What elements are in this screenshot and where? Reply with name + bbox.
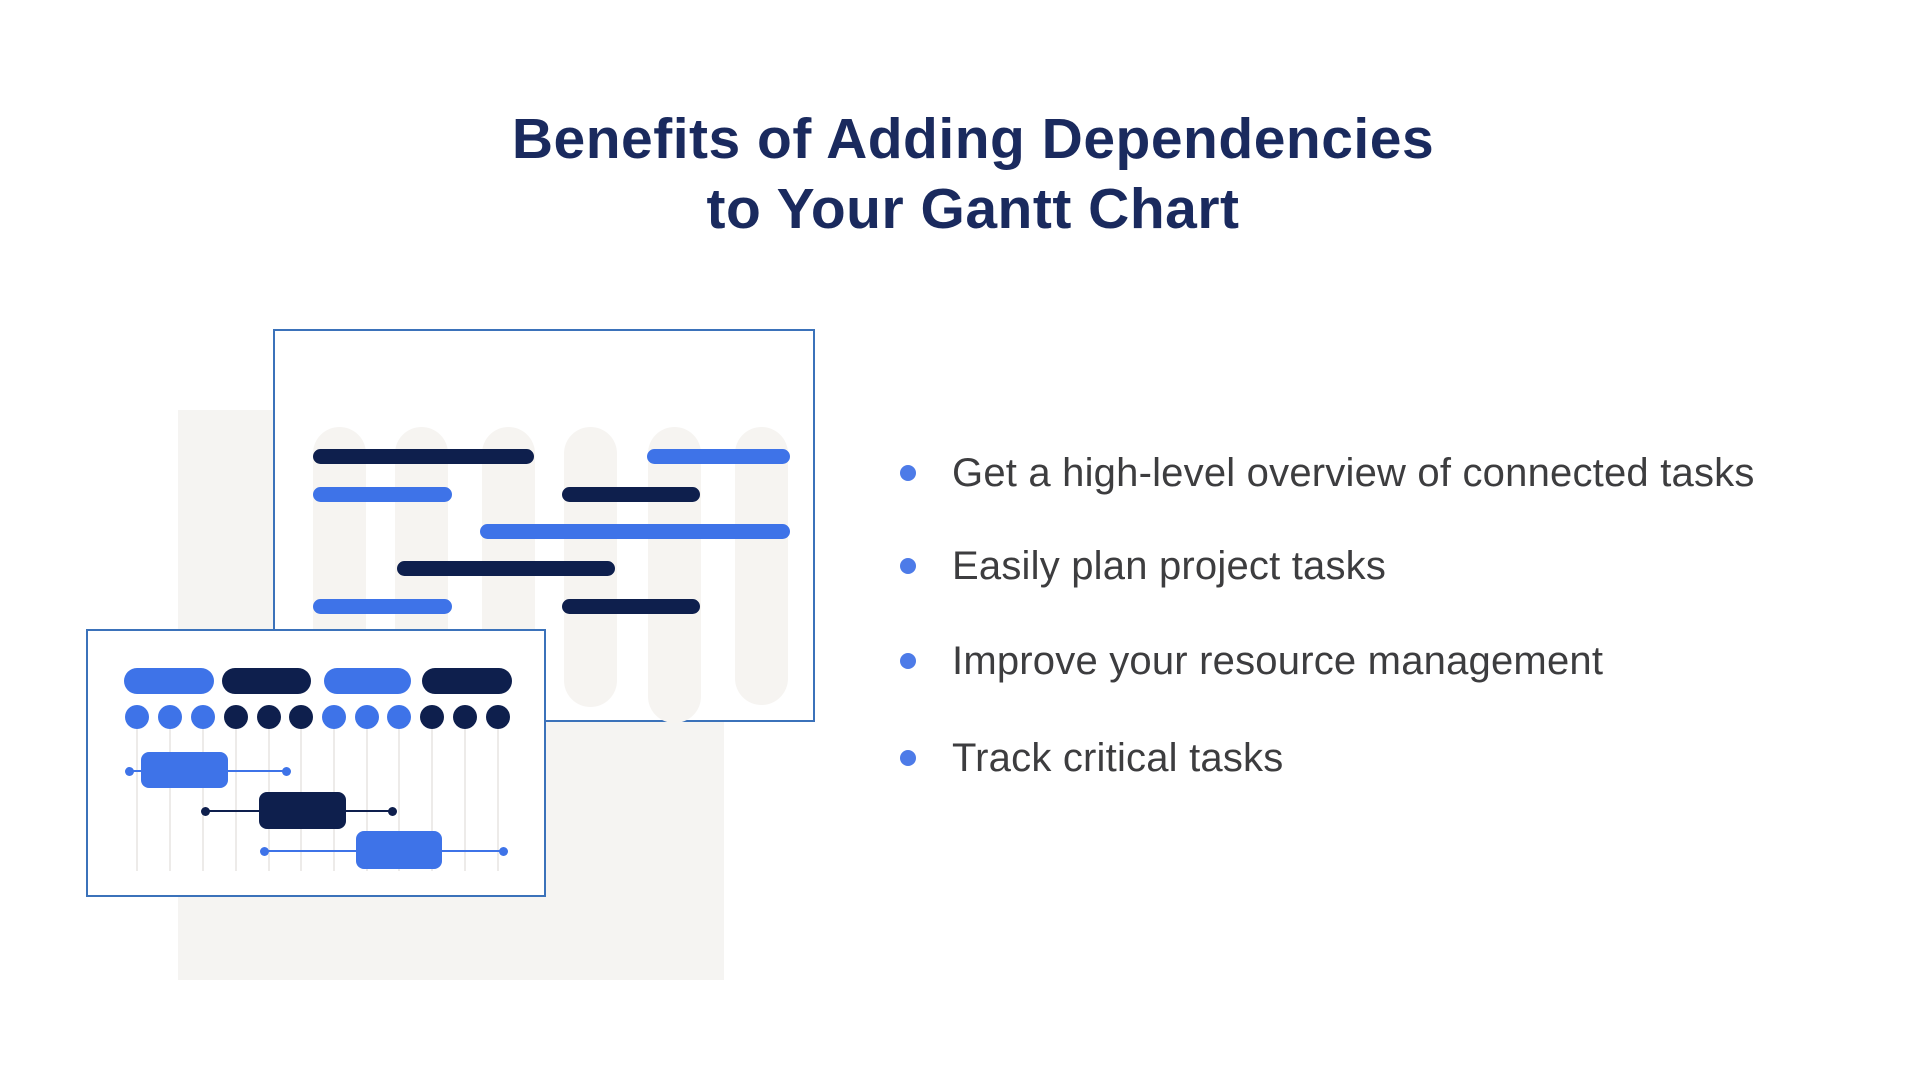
gantt-task-bar (562, 487, 700, 502)
dependency-endpoint-dot (498, 846, 508, 856)
gantt-task-bar (562, 599, 700, 614)
timeline-pill (422, 668, 512, 694)
page-title-line1: Benefits of Adding Dependencies (511, 107, 1435, 171)
page-title: Benefits of Adding Dependencies to Your … (13, 104, 1920, 244)
benefit-label: Track critical tasks (952, 736, 1284, 780)
timeline-circle (322, 705, 346, 729)
timeline-circle (355, 705, 379, 729)
dependency-endpoint-dot (124, 766, 134, 776)
dependency-task-bar (259, 792, 346, 829)
timeline-grid-line (497, 729, 499, 871)
timeline-circle (387, 705, 411, 729)
timeline-circle (191, 705, 215, 729)
benefit-label: Easily plan project tasks (952, 544, 1387, 588)
timeline-grid-line (202, 729, 204, 871)
timeline-grid-line (431, 729, 433, 871)
timeline-circle (289, 705, 313, 729)
gantt-task-bar (313, 487, 452, 502)
bullet-dot-icon (900, 465, 916, 481)
dependency-endpoint-dot (387, 806, 397, 816)
timeline-pill (222, 668, 311, 694)
timeline-circle (158, 705, 182, 729)
timeline-pill (324, 668, 411, 694)
timeline-grid-line (169, 729, 171, 871)
timeline-grid-line (366, 729, 368, 871)
dependency-endpoint-dot (200, 806, 210, 816)
timeline-circle (453, 705, 477, 729)
timeline-circle (257, 705, 281, 729)
bullet-dot-icon (900, 653, 916, 669)
bullet-dot-icon (900, 750, 916, 766)
timeline-grid-line (464, 729, 466, 871)
benefit-item: Easily plan project tasks (900, 542, 1386, 590)
benefit-item: Get a high-level overview of connected t… (900, 449, 1755, 497)
gantt-column (735, 427, 788, 705)
dependency-task-bar (356, 831, 442, 869)
dependency-endpoint-dot (259, 846, 269, 856)
gantt-task-bar (647, 449, 790, 464)
bullet-dot-icon (900, 558, 916, 574)
gantt-column (648, 427, 701, 723)
timeline-circle (486, 705, 510, 729)
gantt-task-bar (480, 524, 790, 539)
timeline-circle (420, 705, 444, 729)
benefit-label: Improve your resource management (952, 639, 1604, 683)
timeline-circle (125, 705, 149, 729)
timeline-grid-line (398, 729, 400, 871)
gantt-dependency-card (86, 629, 546, 897)
gantt-task-bar (313, 599, 452, 614)
timeline-grid-line (136, 729, 138, 871)
benefit-item: Improve your resource management (900, 637, 1603, 685)
benefit-item: Track critical tasks (900, 734, 1283, 782)
dependency-task-bar (141, 752, 228, 788)
timeline-grid-line (235, 729, 237, 871)
timeline-circle (224, 705, 248, 729)
page-title-line2: to Your Gantt Chart (706, 177, 1240, 241)
benefit-label: Get a high-level overview of connected t… (952, 451, 1755, 495)
timeline-pill (124, 668, 214, 694)
gantt-task-bar (313, 449, 534, 464)
gantt-task-bar (397, 561, 615, 576)
dependency-endpoint-dot (281, 766, 291, 776)
